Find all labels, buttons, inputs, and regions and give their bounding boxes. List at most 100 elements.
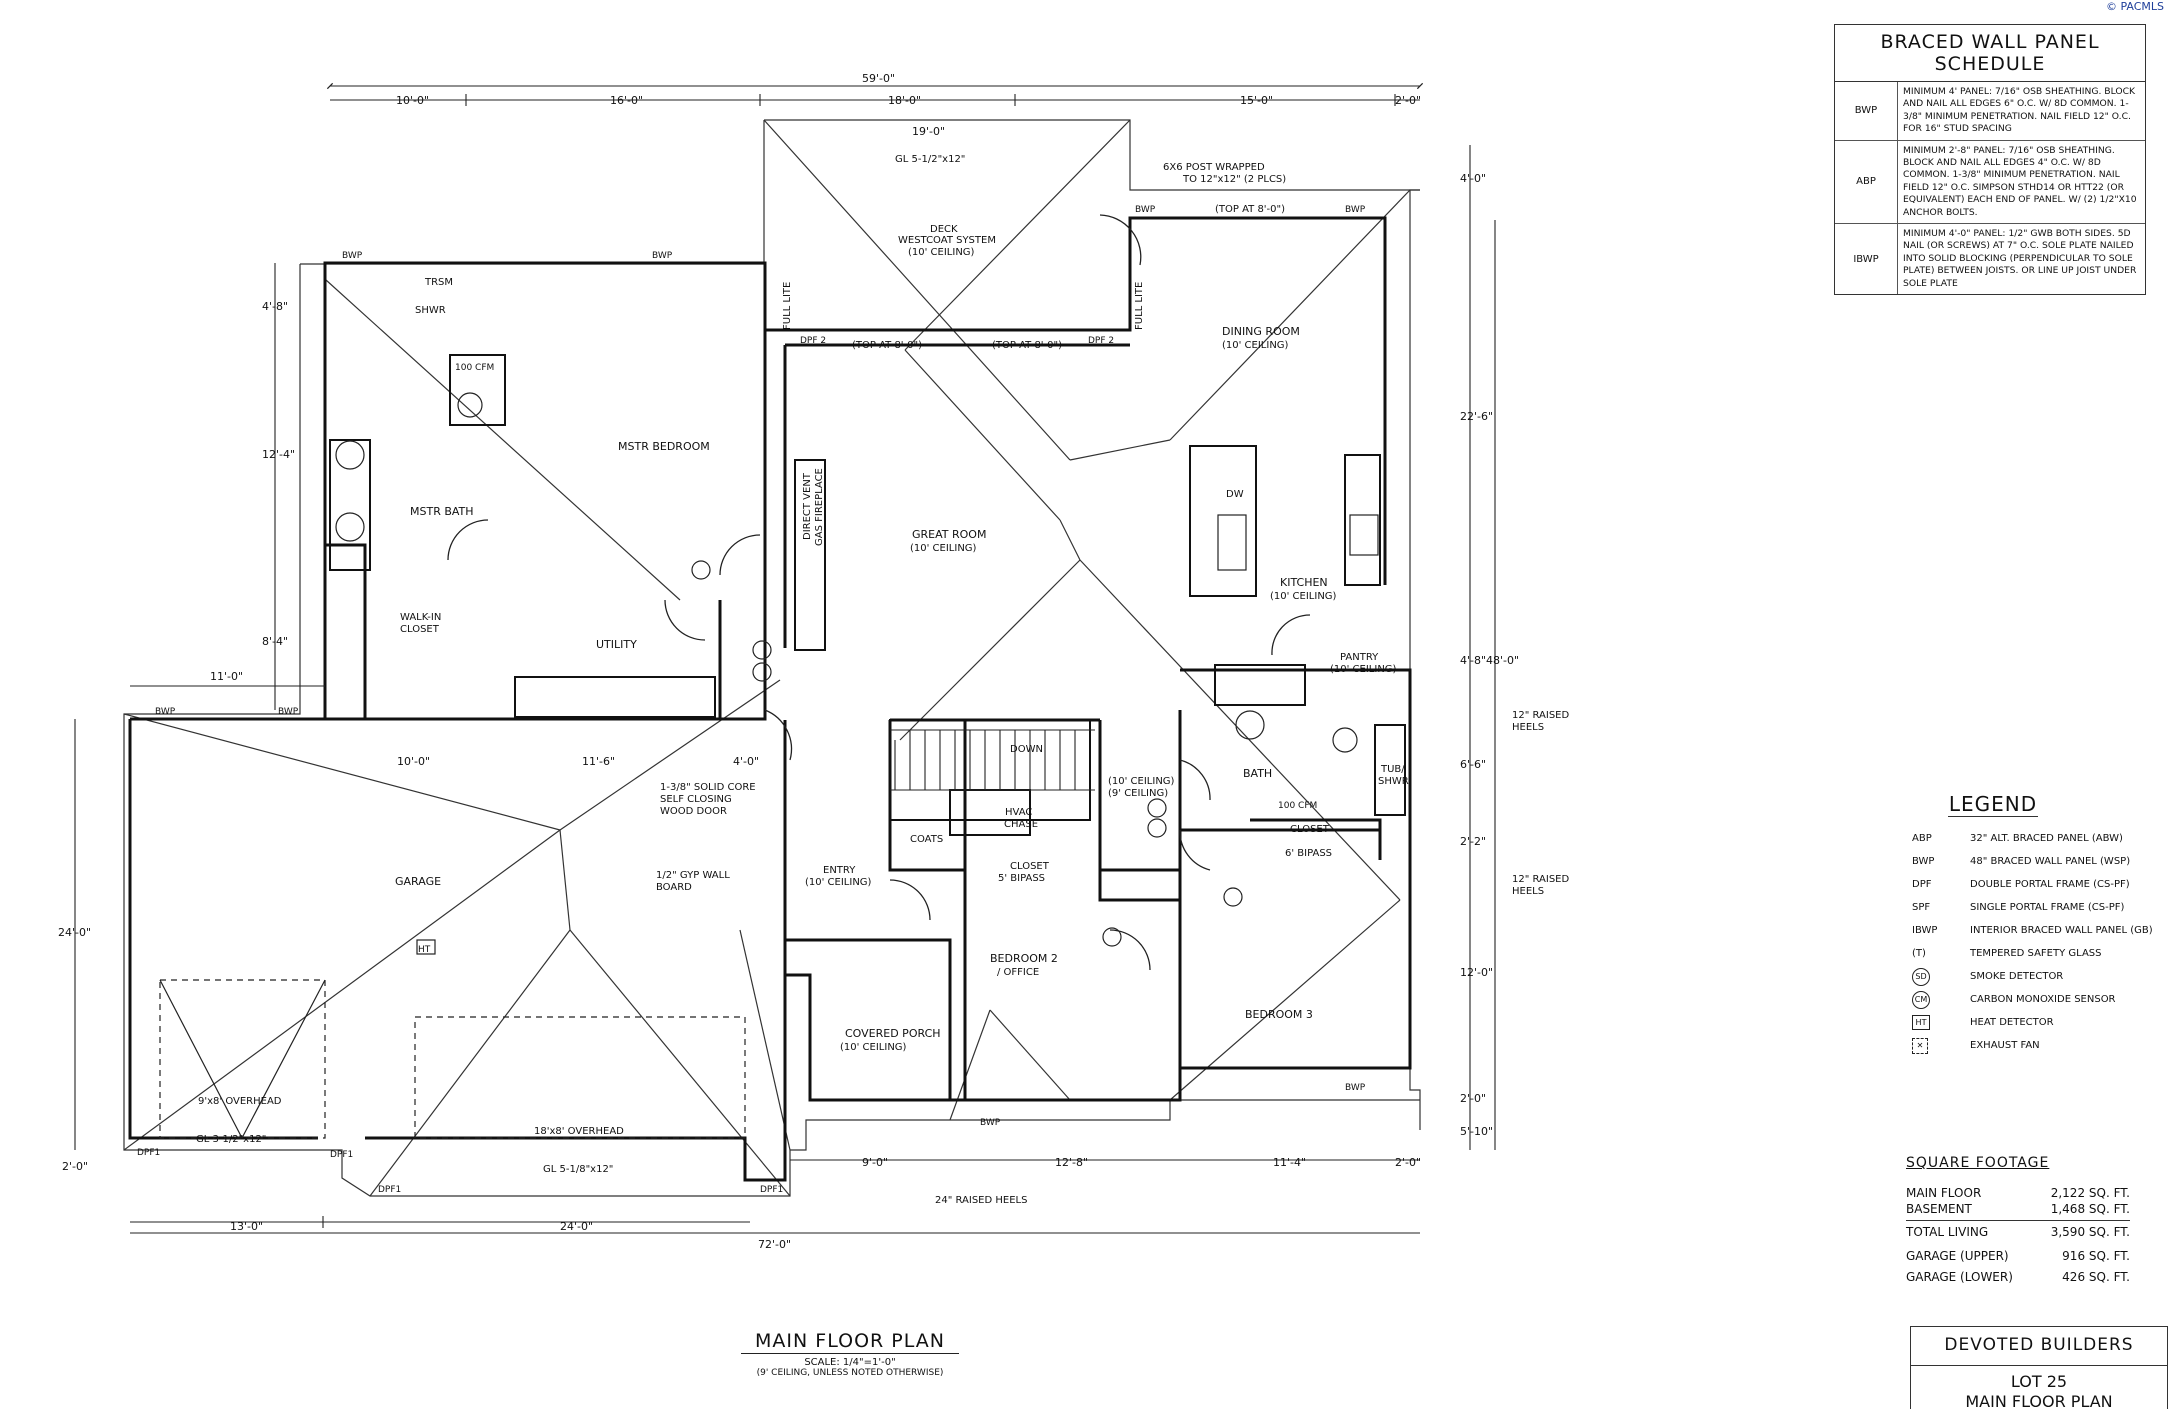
co-sensor-icon: CM bbox=[1912, 990, 1930, 1009]
garage-door-9: 9'x8' OVERHEAD bbox=[198, 1096, 282, 1107]
dim-bottom2-1: 9'-0" bbox=[862, 1156, 888, 1169]
schedule-row: BWP MINIMUM 4' PANEL: 7/16" OSB SHEATHIN… bbox=[1835, 82, 2145, 141]
dim-right-8: 2'-0" bbox=[1460, 1092, 1486, 1105]
bipass-5: 5' BIPASS bbox=[998, 873, 1045, 884]
heels-24-note: 24" RAISED HEELS bbox=[935, 1195, 1027, 1206]
gyp-note: 1/2" GYP WALL bbox=[656, 870, 730, 881]
smoke-detector-3 bbox=[1147, 798, 1167, 818]
dim-left-3: 8'-4" bbox=[262, 635, 288, 648]
stairs bbox=[890, 729, 1095, 791]
sqft-row: GARAGE (UPPER)916 SQ. FT. bbox=[1906, 1248, 2130, 1264]
dim-garage-top-2: 11'-6" bbox=[582, 755, 615, 768]
legend-key: SPF bbox=[1912, 902, 1931, 913]
schedule-code: ABP bbox=[1835, 140, 1898, 224]
bwp-label-8: BWP bbox=[1345, 1083, 1366, 1093]
sqft-value: 3,590 SQ. FT. bbox=[2050, 1225, 2130, 1239]
heat-detector-box bbox=[416, 939, 436, 955]
room-deck-system: WESTCOAT SYSTEM bbox=[898, 235, 996, 246]
dimension-texts: 59'-0" 10'-0" 16'-0" 18'-0" 15'-0" 2'-0"… bbox=[58, 72, 1519, 1251]
legend-label: 48" BRACED WALL PANEL (WSP) bbox=[1970, 856, 2131, 867]
dpf-label-1: DPF1 bbox=[137, 1148, 160, 1158]
dim-bottom-2: 24'-0" bbox=[560, 1220, 593, 1233]
bath-fan-label: 100 CFM bbox=[455, 363, 494, 373]
floor-plan-drawing: MSTR BEDROOM MSTR BATH SHWR TRSM WALK-IN… bbox=[58, 72, 1570, 1251]
fireplace-label-2: GAS FIREPLACE bbox=[814, 468, 825, 546]
dim-top-total: 59'-0" bbox=[862, 72, 895, 85]
dim-right-2: 22'-6" bbox=[1460, 410, 1493, 423]
room-pantry: PANTRY bbox=[1340, 652, 1379, 663]
dpf2-label-2: DPF 2 bbox=[1088, 336, 1114, 346]
roof-lines bbox=[123, 119, 1421, 1197]
dimension-lines bbox=[74, 82, 1496, 1234]
detector-symbols bbox=[416, 560, 1243, 955]
company-name: DEVOTED BUILDERS bbox=[1911, 1327, 2167, 1366]
dim-deck-w: 19'-0" bbox=[912, 125, 945, 138]
gyp-note-2: BOARD bbox=[656, 882, 692, 893]
door-note: 1-3/8" SOLID CORE bbox=[660, 782, 756, 793]
dim-left-garage: 24'-0" bbox=[58, 926, 91, 939]
dim-top-1: 10'-0" bbox=[396, 94, 429, 107]
bwp-label-1: BWP bbox=[342, 251, 363, 261]
heels-note-2: 12" RAISED bbox=[1512, 874, 1570, 885]
legend-label: DOUBLE PORTAL FRAME (CS-PF) bbox=[1970, 879, 2130, 890]
bwp-label-2: BWP bbox=[652, 251, 673, 261]
sheet-name: MAIN FLOOR PLAN bbox=[1965, 1392, 2113, 1411]
dpf-label-4: DPF1 bbox=[760, 1185, 783, 1195]
legend-label: SINGLE PORTAL FRAME (CS-PF) bbox=[1970, 902, 2125, 913]
room-closet: CLOSET bbox=[400, 624, 440, 635]
co-sensor-2 bbox=[1147, 818, 1167, 838]
dim-right-4: 48'-0" bbox=[1486, 654, 1519, 667]
caption-title: MAIN FLOOR PLAN bbox=[741, 1330, 959, 1354]
title-block: DEVOTED BUILDERS LOT 25 MAIN FLOOR PLAN bbox=[1910, 1326, 2168, 1411]
co-sensor-1 bbox=[752, 662, 772, 682]
legend-item: SPF SINGLE PORTAL FRAME (CS-PF) bbox=[1908, 896, 2168, 919]
room-chase: CHASE bbox=[1004, 819, 1038, 830]
schedule-row: ABP MINIMUM 2'-8" PANEL: 7/16" OSB SHEAT… bbox=[1835, 140, 2145, 225]
dpf-label-3: DPF1 bbox=[378, 1185, 401, 1195]
full-lite-1: FULL LITE bbox=[782, 282, 793, 330]
dim-top-3: 18'-0" bbox=[888, 94, 921, 107]
legend-item: (T)TEMPERED SAFETY GLASS bbox=[1908, 942, 2168, 965]
heels-note-1: 12" RAISED bbox=[1512, 710, 1570, 721]
heat-detector-label: HT bbox=[418, 945, 431, 955]
closet-bipass: CLOSET bbox=[1010, 861, 1050, 872]
room-walkin: WALK-IN bbox=[400, 612, 441, 623]
dim-garage-left: 11'-0" bbox=[210, 670, 243, 683]
sqft-label: MAIN FLOOR bbox=[1906, 1186, 1982, 1200]
ceiling-10-hall: (10' CEILING) bbox=[1108, 776, 1175, 787]
smoke-detector-4 bbox=[1223, 887, 1243, 907]
dishwasher-label: DW bbox=[1226, 489, 1244, 500]
dim-left-1: 4'-8" bbox=[262, 300, 288, 313]
room-dining-ceiling: (10' CEILING) bbox=[1222, 340, 1289, 351]
sqft-total-row: TOTAL LIVING 3,590 SQ. FT. bbox=[1906, 1224, 2130, 1240]
sqft-label: GARAGE (UPPER) bbox=[1906, 1249, 2009, 1263]
bwp-label-3: BWP bbox=[1135, 205, 1156, 215]
post-note-2: TO 12"x12" (2 PLCS) bbox=[1182, 174, 1286, 185]
bwp-label-5: BWP bbox=[155, 707, 176, 717]
lot-number: LOT 25 bbox=[2010, 1372, 2068, 1391]
heels-note-2b: HEELS bbox=[1512, 886, 1544, 897]
dim-left-bottom: 2'-0" bbox=[62, 1160, 88, 1173]
schedule-desc: MINIMUM 4' PANEL: 7/16" OSB SHEATHING. B… bbox=[1903, 86, 2136, 135]
legend-key: BWP bbox=[1912, 856, 1935, 867]
top-at-8-1: (TOP AT 8'-0") bbox=[852, 340, 922, 351]
room-tub-shwr: SHWR bbox=[1378, 776, 1409, 787]
sqft-label: TOTAL LIVING bbox=[1906, 1225, 1989, 1239]
dim-bottom-1: 13'-0" bbox=[230, 1220, 263, 1233]
room-great-room: GREAT ROOM bbox=[912, 528, 986, 541]
bwp-label-4: BWP bbox=[1345, 205, 1366, 215]
sqft-value: 426 SQ. FT. bbox=[2062, 1270, 2130, 1284]
dim-top-4: 15'-0" bbox=[1240, 94, 1273, 107]
smoke-detector-icon: SD bbox=[1912, 967, 1930, 986]
sqft-label: GARAGE (LOWER) bbox=[1906, 1270, 2013, 1284]
dpf2-label-1: DPF 2 bbox=[800, 336, 826, 346]
dim-right-7: 12'-0" bbox=[1460, 966, 1493, 979]
